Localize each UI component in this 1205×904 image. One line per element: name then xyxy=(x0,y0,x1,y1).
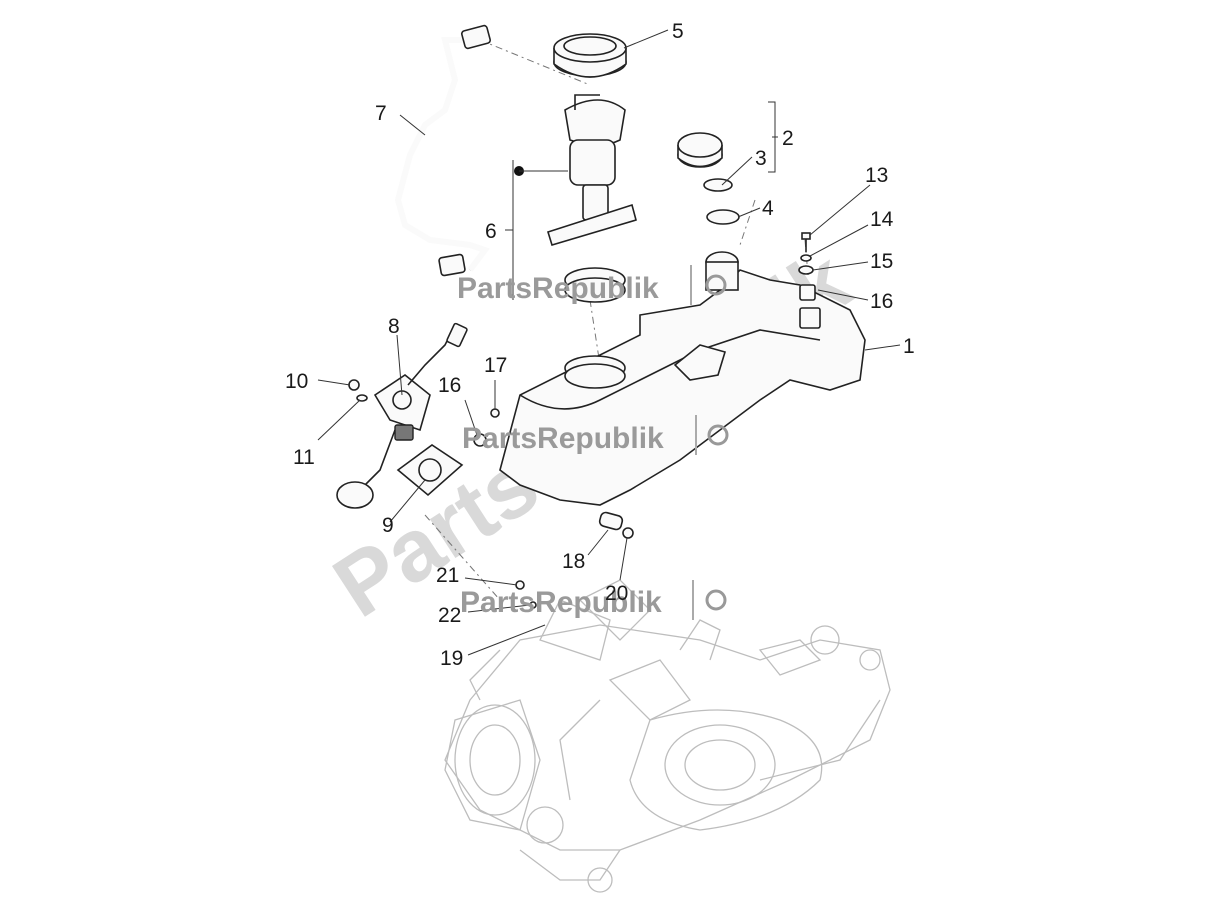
callout-15: 15 xyxy=(870,250,893,273)
callout-17: 17 xyxy=(484,354,507,377)
callout-4: 4 xyxy=(762,197,774,220)
callout-18: 18 xyxy=(562,550,585,573)
callout-3: 3 xyxy=(755,147,767,170)
washer-11-part xyxy=(356,394,368,402)
cap-gasket-part xyxy=(706,209,740,225)
sensor-gasket-part xyxy=(396,444,464,497)
fuel-tank-part xyxy=(499,251,866,506)
callout-8: 8 xyxy=(388,315,400,338)
plug-17-part xyxy=(490,408,500,418)
gear-icon xyxy=(705,589,727,611)
filler-cap-part xyxy=(677,132,723,168)
bracket-6 xyxy=(505,160,514,300)
fuel-pump-part xyxy=(547,94,637,303)
bolt-part xyxy=(801,232,811,252)
callout-14: 14 xyxy=(870,208,894,231)
callout-19: 19 xyxy=(440,647,463,670)
leader-lines xyxy=(317,29,901,656)
engine-ghost-illustration xyxy=(444,579,891,893)
callout-16-left: 16 xyxy=(438,374,461,397)
watermark-bottom: PartsRepublik xyxy=(460,580,727,620)
callout-16-tank: 16 xyxy=(870,290,893,313)
watermark-middle: PartsRepublik xyxy=(462,415,729,455)
callout-9: 9 xyxy=(382,514,394,537)
svg-text:PartsRepublik: PartsRepublik xyxy=(460,586,662,619)
callout-20: 20 xyxy=(605,582,628,605)
washer-14-part xyxy=(800,254,812,262)
callout-6: 6 xyxy=(485,220,497,243)
cap-seal-part xyxy=(703,178,733,192)
callout-7: 7 xyxy=(375,102,387,125)
callout-13: 13 xyxy=(865,164,888,187)
callout-5: 5 xyxy=(672,20,684,43)
ring-nut-part xyxy=(553,33,627,78)
drain-fitting-part xyxy=(598,511,624,531)
svg-text:PartsRepublik: PartsRepublik xyxy=(462,422,664,455)
callout-2: 2 xyxy=(782,127,794,150)
callout-10: 10 xyxy=(285,370,308,393)
gear-icon xyxy=(705,274,727,296)
fuel-level-sensor-part xyxy=(336,322,468,509)
clip-16-part xyxy=(473,433,487,447)
callout-21: 21 xyxy=(436,564,459,587)
washer-15-part xyxy=(798,265,814,275)
callout-11: 11 xyxy=(293,446,315,469)
callout-1: 1 xyxy=(903,335,915,358)
gear-icon xyxy=(707,424,729,446)
screw-20-part xyxy=(622,527,634,539)
callout-22: 22 xyxy=(438,604,461,627)
callout-labels: 1 2 3 4 5 6 7 8 9 10 11 13 14 15 16 16 1… xyxy=(285,20,915,670)
nut-10-part xyxy=(348,379,360,391)
watermark-top: PartsRepublik xyxy=(457,265,727,305)
svg-text:PartsRepublik: PartsRepublik xyxy=(457,272,659,305)
fuel-hose-part xyxy=(394,24,492,277)
